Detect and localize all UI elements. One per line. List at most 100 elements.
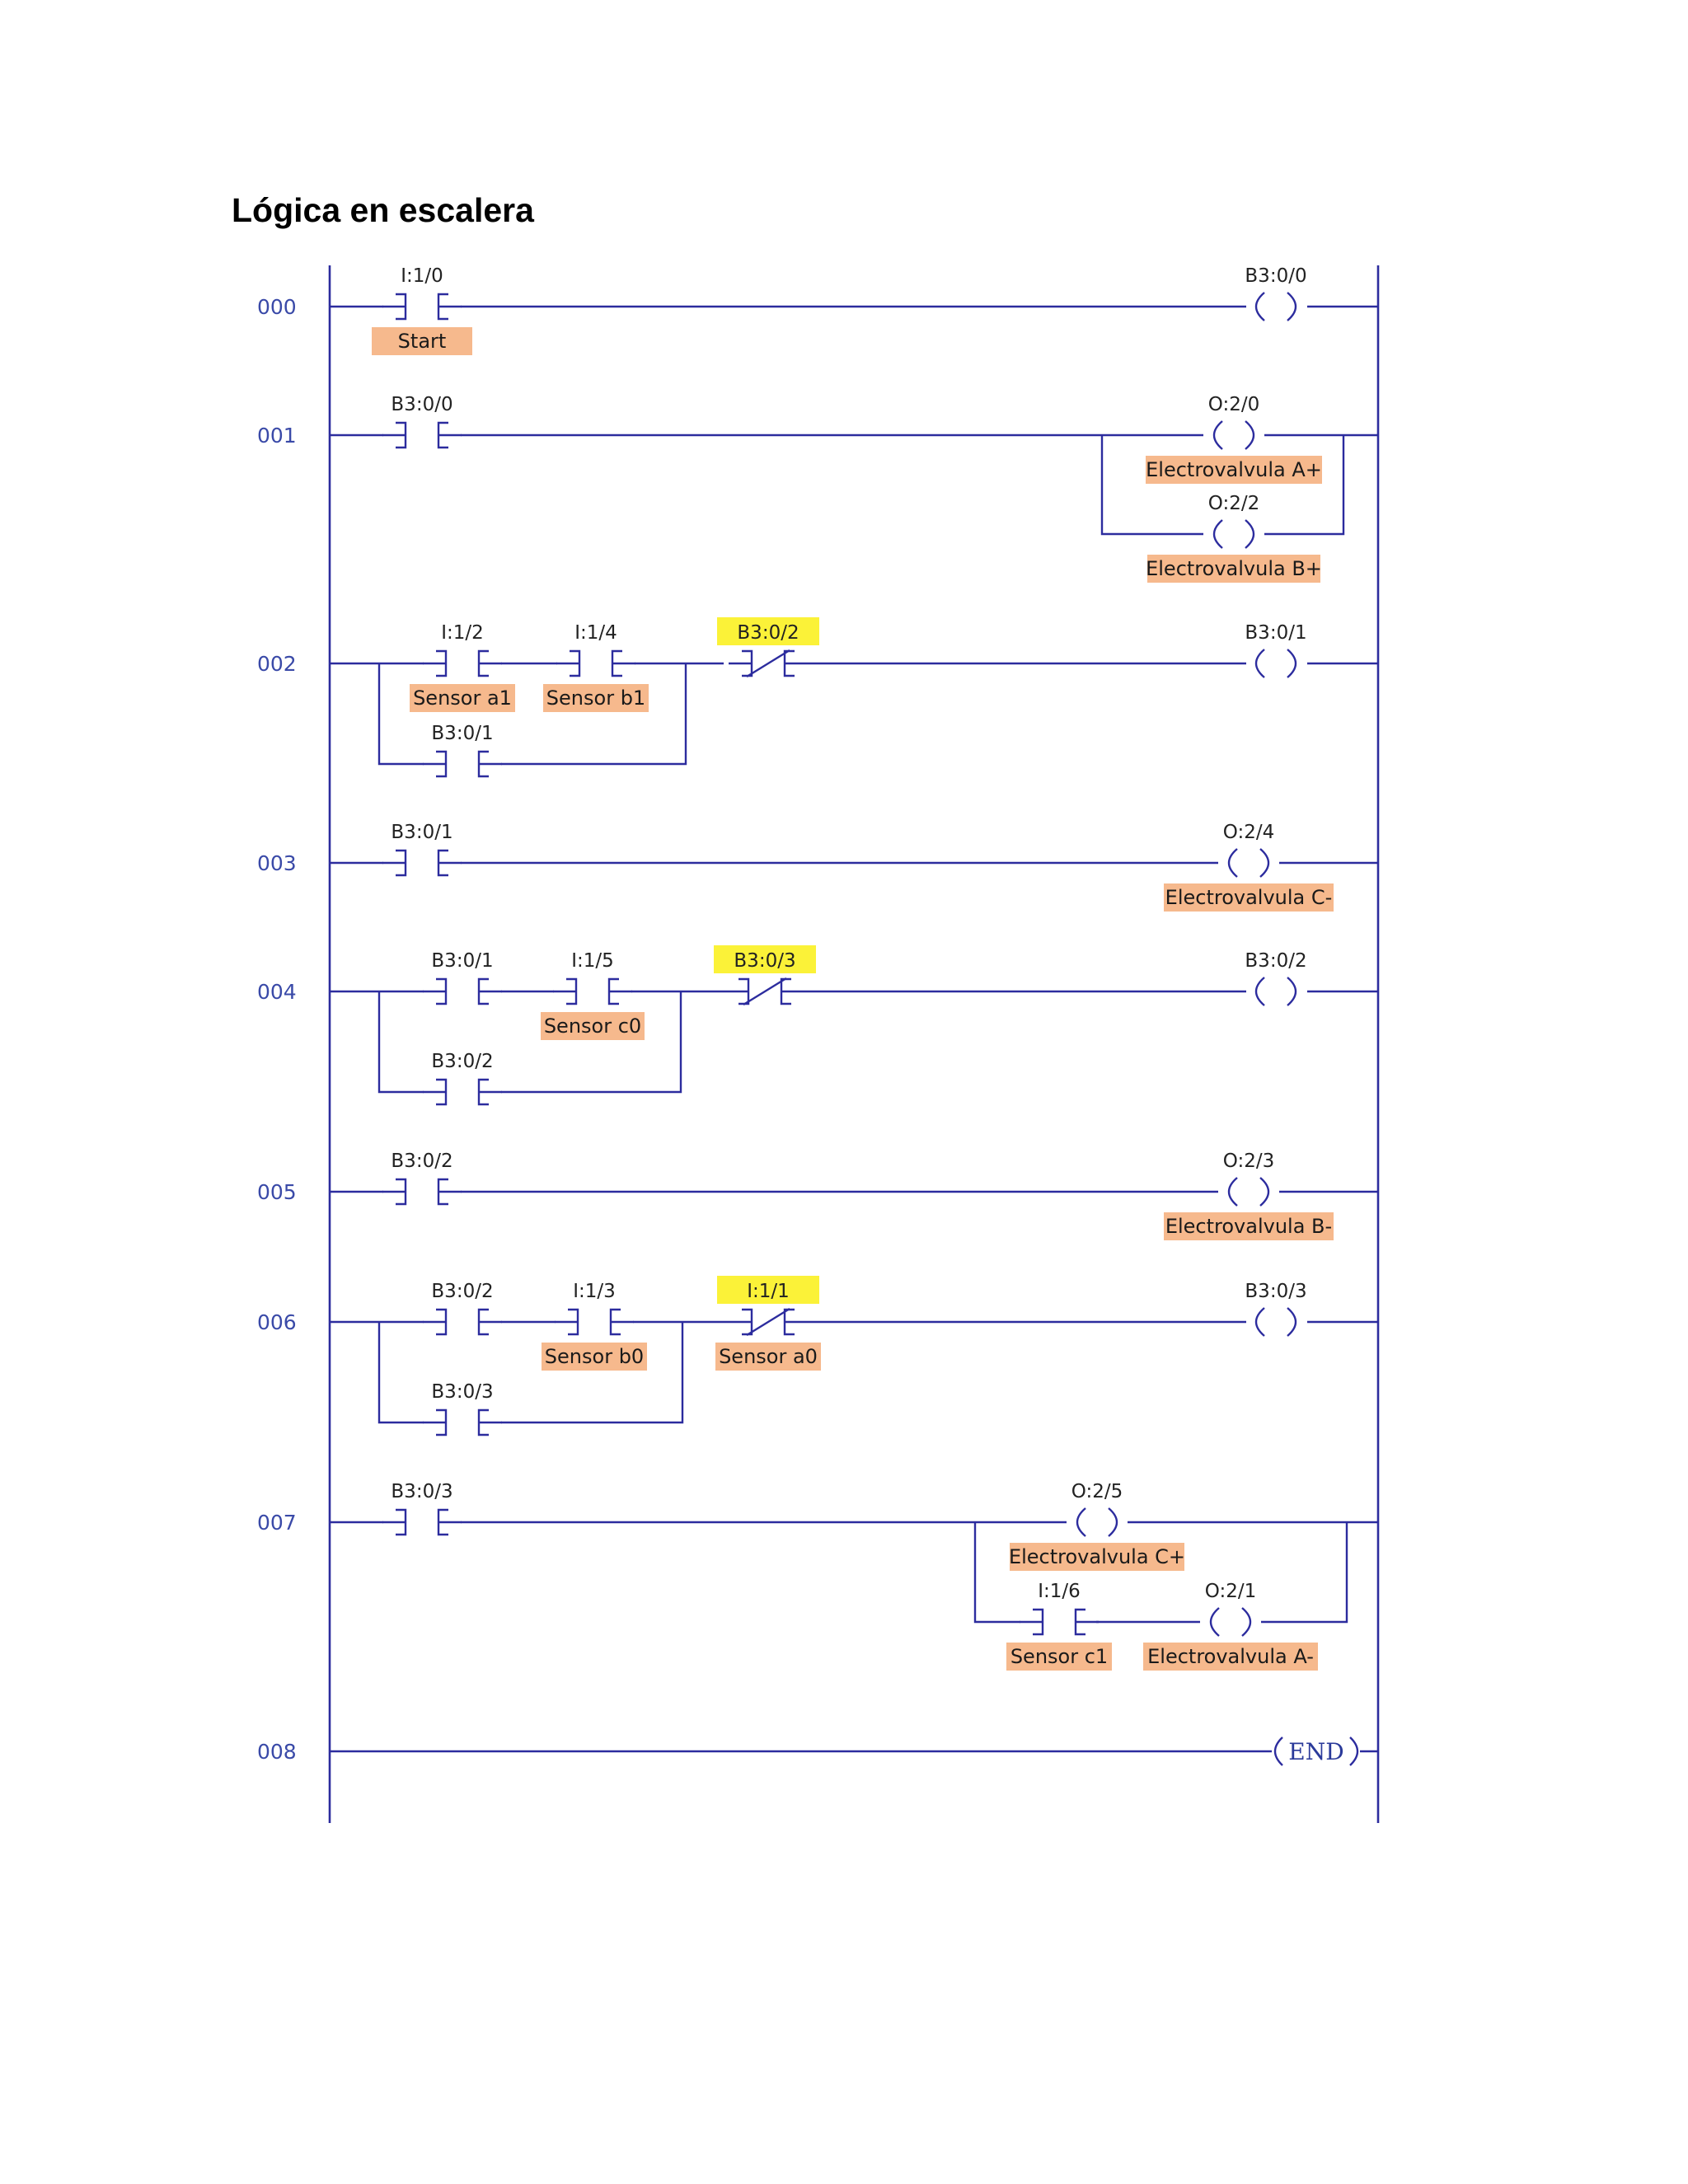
rung-number: 002 [257,652,297,676]
tag-background [1010,1543,1184,1571]
contact-left-bracket [570,649,581,677]
branch-wire [501,663,687,766]
coil-address: O:2/4 [1223,822,1274,843]
contact-tag: Sensor a0 [719,1345,818,1368]
contact-r1_contact: B3:0/0 [382,394,462,449]
contact-left-bracket [396,1508,407,1536]
coil-tag: Electrovalvula C- [1165,886,1333,909]
contact-left-bracket [436,649,448,677]
coil-left-arc [1212,420,1223,450]
address-highlight [717,1276,819,1304]
coil-address: B3:0/0 [1245,265,1306,287]
contact-left-bracket [436,750,448,778]
tag-background [1146,456,1322,484]
rung-number: 004 [257,980,297,1004]
contact-r3_contact: B3:0/1 [382,822,462,877]
rung-number: 006 [257,1310,297,1334]
contact-left-bracket [436,1408,448,1436]
contact-nc-slash [746,1307,790,1337]
contact-tag: Sensor c0 [544,1015,641,1038]
page-title: Lógica en escalera [232,191,534,229]
branch-wire [973,1522,1020,1624]
tag-background [1006,1643,1112,1671]
rung-number: 000 [257,295,297,319]
tag-background [542,1343,647,1371]
coil-right-arc [1245,420,1255,450]
coil-left-arc [1254,292,1265,321]
contact-left-bracket [566,977,578,1005]
contact-address: B3:0/0 [391,394,452,415]
branch-wire [377,991,424,1094]
tag-background [543,684,649,712]
end-left-arc [1273,1736,1283,1766]
contact-address: B3:0/3 [734,950,795,972]
coil-right-arc [1108,1507,1118,1537]
contact-address: B3:0/1 [431,950,493,972]
branch-wire [1264,435,1345,536]
coil-address: O:2/1 [1205,1581,1256,1602]
contact-left-bracket [568,1308,579,1336]
rung-number: 007 [257,1511,297,1535]
coil-tag: Electrovalvula B+ [1146,557,1322,580]
contact-tag: Sensor b0 [545,1345,644,1368]
coil-right-arc [1259,1177,1270,1207]
tag-background [410,684,515,712]
contact-r7_contact: B3:0/3 [382,1481,462,1536]
coil-r4_coil: B3:0/2 [1245,950,1307,1006]
contact-address: B3:0/3 [431,1381,493,1403]
coil-left-arc [1254,977,1265,1006]
coil-right-arc [1259,848,1270,878]
coil-r6_coil: B3:0/3 [1245,1281,1307,1337]
contact-tag: Start [398,330,447,353]
tag-background [372,327,472,355]
coil-address: B3:0/3 [1245,1281,1306,1302]
contact-address: B3:0/2 [431,1281,493,1302]
address-highlight [717,617,819,645]
coil-address: B3:0/1 [1245,622,1306,644]
contact-r4_seal: B3:0/2 [423,1051,502,1106]
coil-right-arc [1245,519,1255,549]
contact-address: I:1/1 [747,1281,790,1302]
coil-r2_coil: B3:0/1 [1245,622,1307,678]
contact-address: B3:0/2 [737,622,799,644]
contact-left-bracket [436,977,448,1005]
coil-right-arc [1287,1307,1297,1337]
contact-r5_contact: B3:0/2 [382,1151,462,1206]
branch-wire [377,1322,424,1424]
coil-left-arc [1209,1607,1220,1637]
contact-r4_nc: B3:0/3 [714,945,816,1006]
contact-address: B3:0/2 [431,1051,493,1072]
branch-wire [1261,1522,1348,1624]
tag-background [1143,1643,1318,1671]
coil-left-arc [1076,1507,1086,1537]
coil-address: O:2/0 [1208,394,1259,415]
contact-r2_nc: B3:0/2 [717,617,819,678]
contact-r6_c1: B3:0/2 [423,1281,502,1336]
contact-tag: Sensor b1 [546,687,645,710]
contact-left-bracket [436,1308,448,1336]
coil-left-arc [1254,1307,1265,1337]
coil-tag: Electrovalvula A- [1147,1645,1314,1668]
contact-address: B3:0/3 [391,1481,452,1502]
contact-nc-slash [746,649,790,678]
contact-nc-slash [743,977,787,1006]
end-label: END [1288,1738,1343,1765]
contact-left-bracket [436,1078,448,1106]
contact-address: B3:0/1 [431,723,493,744]
contact-r4_c1: B3:0/1 [423,950,502,1005]
branch-wire [1100,435,1203,536]
coil-left-arc [1212,519,1223,549]
contact-tag: Sensor a1 [413,687,512,710]
contact-address: I:1/6 [1038,1581,1081,1602]
contact-tag: Sensor c1 [1010,1645,1108,1668]
coil-left-arc [1227,848,1238,878]
coil-right-arc [1287,292,1297,321]
